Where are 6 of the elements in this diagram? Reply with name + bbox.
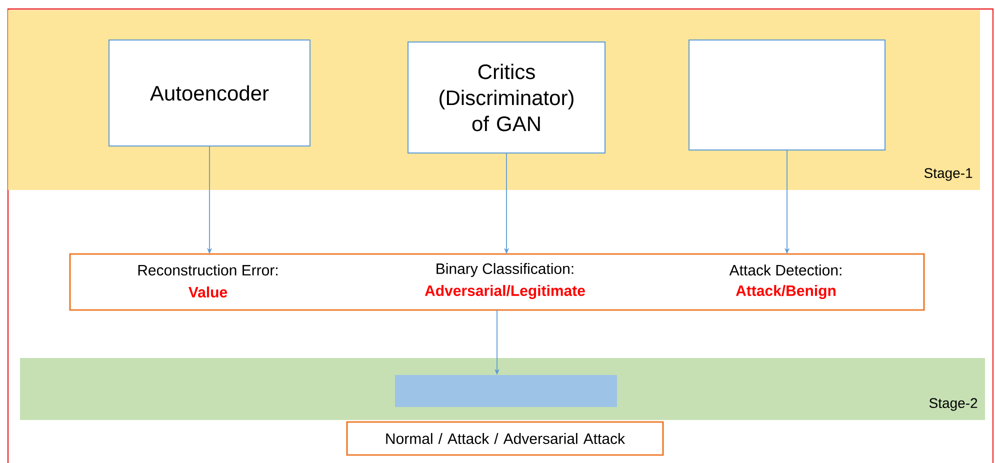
process-box bbox=[688, 40, 886, 150]
process-box: Critics (Discriminator) of GAN bbox=[408, 42, 606, 154]
process-box: Autoencoder bbox=[108, 40, 310, 146]
result-box: Reconstruction Error: Value Binary Classification: Adversarial/Legitimate Attack Detection: Attack/Benign bbox=[69, 253, 925, 311]
output-box: Normal / Attack / Adversarial Attack bbox=[346, 421, 664, 456]
model-bar bbox=[395, 375, 617, 407]
